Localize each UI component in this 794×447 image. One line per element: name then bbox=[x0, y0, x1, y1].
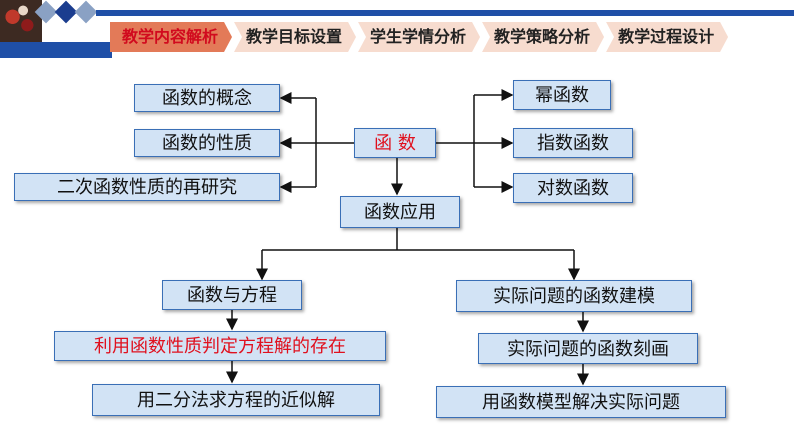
header-bar: 教学内容解析 教学目标设置 学生学情分析 教学策略分析 教学过程设计 bbox=[0, 0, 794, 62]
node-bisection-method: 用二分法求方程的近似解 bbox=[92, 384, 380, 416]
node-practical-description: 实际问题的函数刻画 bbox=[478, 333, 698, 364]
node-function-properties: 函数的性质 bbox=[134, 129, 280, 157]
center-node-function: 函 数 bbox=[354, 128, 436, 158]
node-model-solving: 用函数模型解决实际问题 bbox=[436, 386, 726, 418]
header-thumbnail-image bbox=[0, 0, 42, 42]
tab-label: 教学过程设计 bbox=[618, 27, 715, 46]
header-accent-bar bbox=[0, 42, 112, 58]
node-function-and-equation: 函数与方程 bbox=[162, 280, 302, 310]
node-practical-modeling: 实际问题的函数建模 bbox=[456, 280, 692, 312]
node-exponential-function: 指数函数 bbox=[513, 128, 633, 158]
tab-label: 学生学情分析 bbox=[370, 27, 467, 46]
node-function-concept: 函数的概念 bbox=[134, 84, 280, 112]
header-line bbox=[96, 10, 794, 16]
node-logarithmic-function: 对数函数 bbox=[513, 173, 633, 203]
tab-process-design[interactable]: 教学过程设计 bbox=[606, 22, 728, 52]
tab-goal-setting[interactable]: 教学目标设置 bbox=[234, 22, 356, 52]
tab-content-analysis[interactable]: 教学内容解析 bbox=[110, 22, 232, 52]
tab-learner-analysis[interactable]: 学生学情分析 bbox=[358, 22, 480, 52]
node-quadratic-restudy: 二次函数性质的再研究 bbox=[14, 173, 280, 201]
tab-label: 教学内容解析 bbox=[122, 27, 219, 46]
tab-label: 教学策略分析 bbox=[494, 27, 591, 46]
tab-strategy-analysis[interactable]: 教学策略分析 bbox=[482, 22, 604, 52]
node-root-existence: 利用函数性质判定方程解的存在 bbox=[54, 331, 386, 361]
section-tabs: 教学内容解析 教学目标设置 学生学情分析 教学策略分析 教学过程设计 bbox=[110, 22, 730, 52]
tab-label: 教学目标设置 bbox=[246, 27, 343, 46]
node-function-application: 函数应用 bbox=[340, 196, 460, 228]
node-power-function: 幂函数 bbox=[513, 80, 611, 110]
